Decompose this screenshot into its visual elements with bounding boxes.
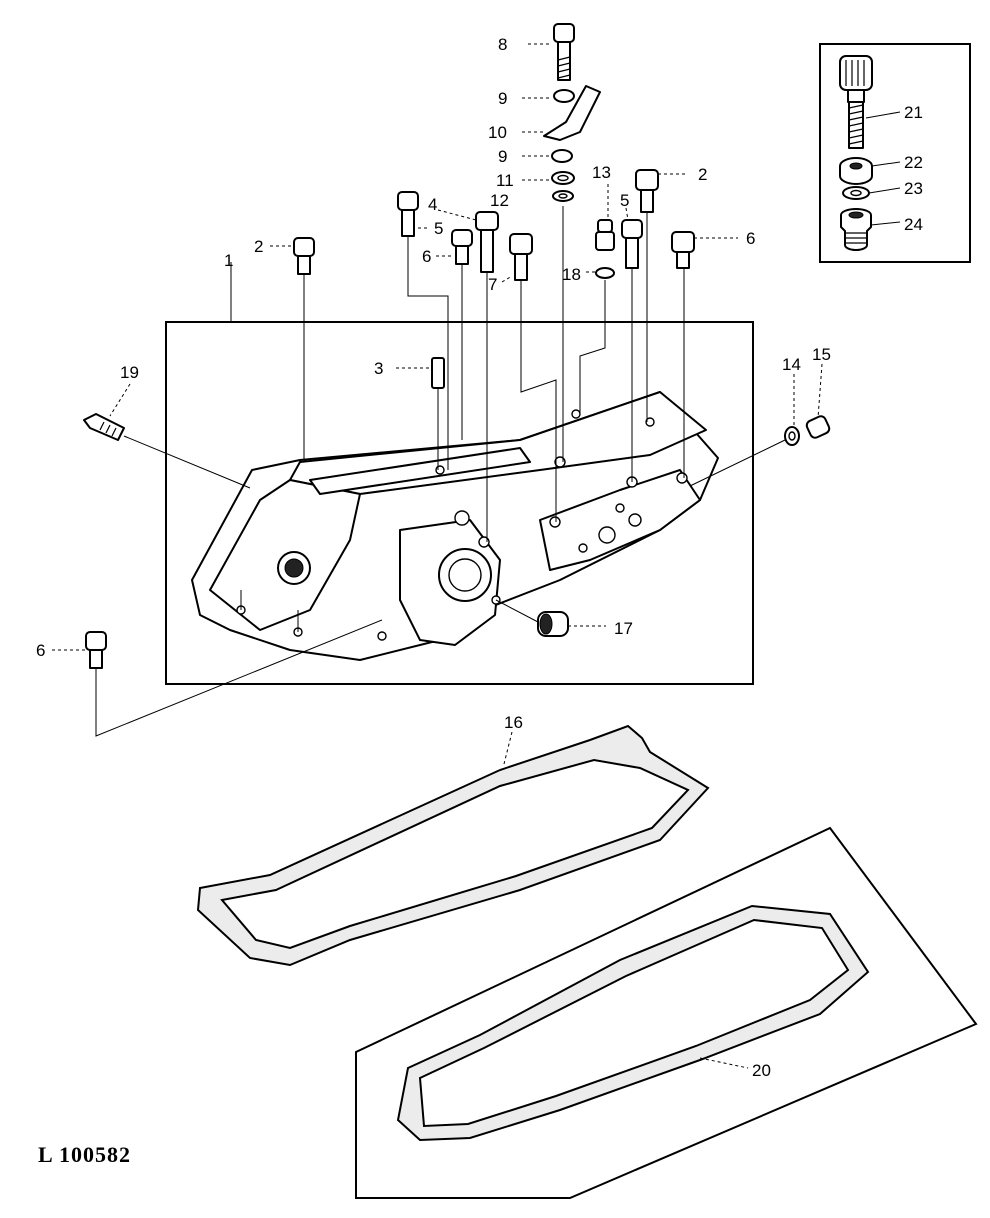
- callout-1: 1: [224, 251, 233, 270]
- callout-9b: 9: [498, 147, 507, 166]
- parts-14-15: [784, 415, 831, 446]
- callout-3: 3: [374, 359, 383, 378]
- part-6-lower-bolt: [85, 631, 107, 669]
- callout-12: 12: [490, 191, 509, 210]
- label-leaders: [52, 43, 823, 1069]
- callout-17: 17: [614, 619, 633, 638]
- part-3-stud: [431, 357, 445, 389]
- assembly-lines: [95, 206, 786, 737]
- part-19-fitting: [83, 413, 125, 441]
- part-23-washer: [842, 186, 870, 200]
- callout-4: 4: [428, 195, 437, 214]
- part-22-nut: [839, 157, 873, 185]
- callout-13: 13: [592, 163, 611, 182]
- callout-10: 10: [488, 123, 507, 142]
- callout-14: 14: [782, 355, 801, 374]
- callout-labels: 8 9 10 9 11 12 2 4 5 6 7 13 5 2 18 6 1 3…: [36, 35, 923, 1080]
- part-16-gasket: [196, 724, 710, 967]
- bolts-top: [293, 169, 695, 281]
- callout-15: 15: [812, 345, 831, 364]
- part-17-plug: [537, 611, 569, 637]
- housing-frame: [165, 321, 754, 685]
- callout-23: 23: [904, 179, 923, 198]
- callout-6c: 6: [36, 641, 45, 660]
- callout-8: 8: [498, 35, 507, 54]
- callout-22: 22: [904, 153, 923, 172]
- callout-11: 11: [496, 171, 514, 190]
- part-24-sleeve: [840, 208, 872, 251]
- callout-18: 18: [562, 265, 581, 284]
- part-21-cap-screw: [839, 55, 873, 149]
- inset-panel: [819, 43, 971, 263]
- callout-2b: 2: [698, 165, 707, 184]
- figure-reference-code: L 100582: [38, 1142, 131, 1167]
- callout-20: 20: [752, 1061, 771, 1080]
- part-stack-8-12: [543, 23, 601, 202]
- callout-6b: 6: [746, 229, 755, 248]
- callout-21: 21: [904, 103, 923, 122]
- callout-5a: 5: [434, 219, 443, 238]
- callout-19: 19: [120, 363, 139, 382]
- callout-2a: 2: [254, 237, 263, 256]
- callout-24: 24: [904, 215, 923, 234]
- callout-6a: 6: [422, 247, 431, 266]
- callout-7: 7: [488, 275, 497, 294]
- part-1-housing: [191, 357, 719, 661]
- callout-16: 16: [504, 713, 523, 732]
- callout-5b: 5: [620, 191, 629, 210]
- callout-9a: 9: [498, 89, 507, 108]
- part-20-gasket-panel: [355, 826, 978, 1199]
